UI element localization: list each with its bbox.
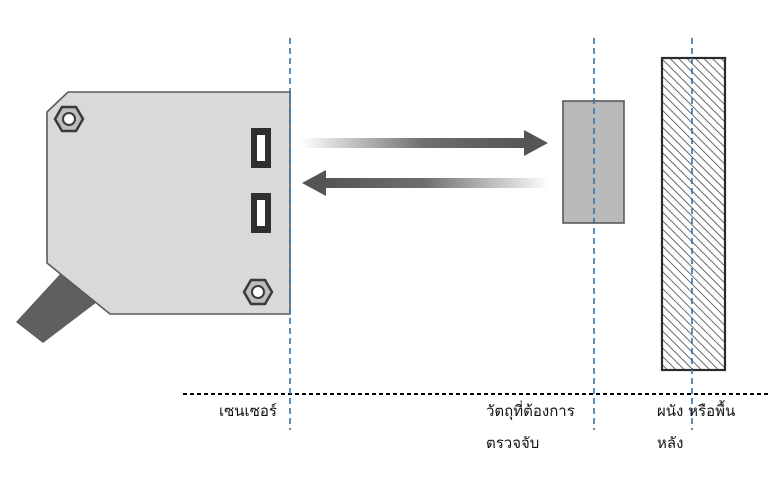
led-window-icon xyxy=(251,128,271,168)
target-label-line2: ตรวจจับ xyxy=(486,434,540,452)
emitted-beam-arrow xyxy=(300,130,548,156)
background-label-line1: ผนัง หรือพื้น xyxy=(657,402,736,420)
sensor-label: เซนเซอร์ xyxy=(219,402,277,420)
target-label-line1: วัตถุที่ต้องการ xyxy=(486,402,575,420)
hex-nut-icon xyxy=(242,278,274,306)
sensor-cable xyxy=(16,272,97,343)
background-label-line2: หลัง xyxy=(657,434,684,452)
reflected-beam-arrow xyxy=(302,170,549,196)
background-wall-block xyxy=(660,56,727,372)
led-window-icon xyxy=(251,193,271,233)
hex-nut-icon xyxy=(53,105,85,133)
